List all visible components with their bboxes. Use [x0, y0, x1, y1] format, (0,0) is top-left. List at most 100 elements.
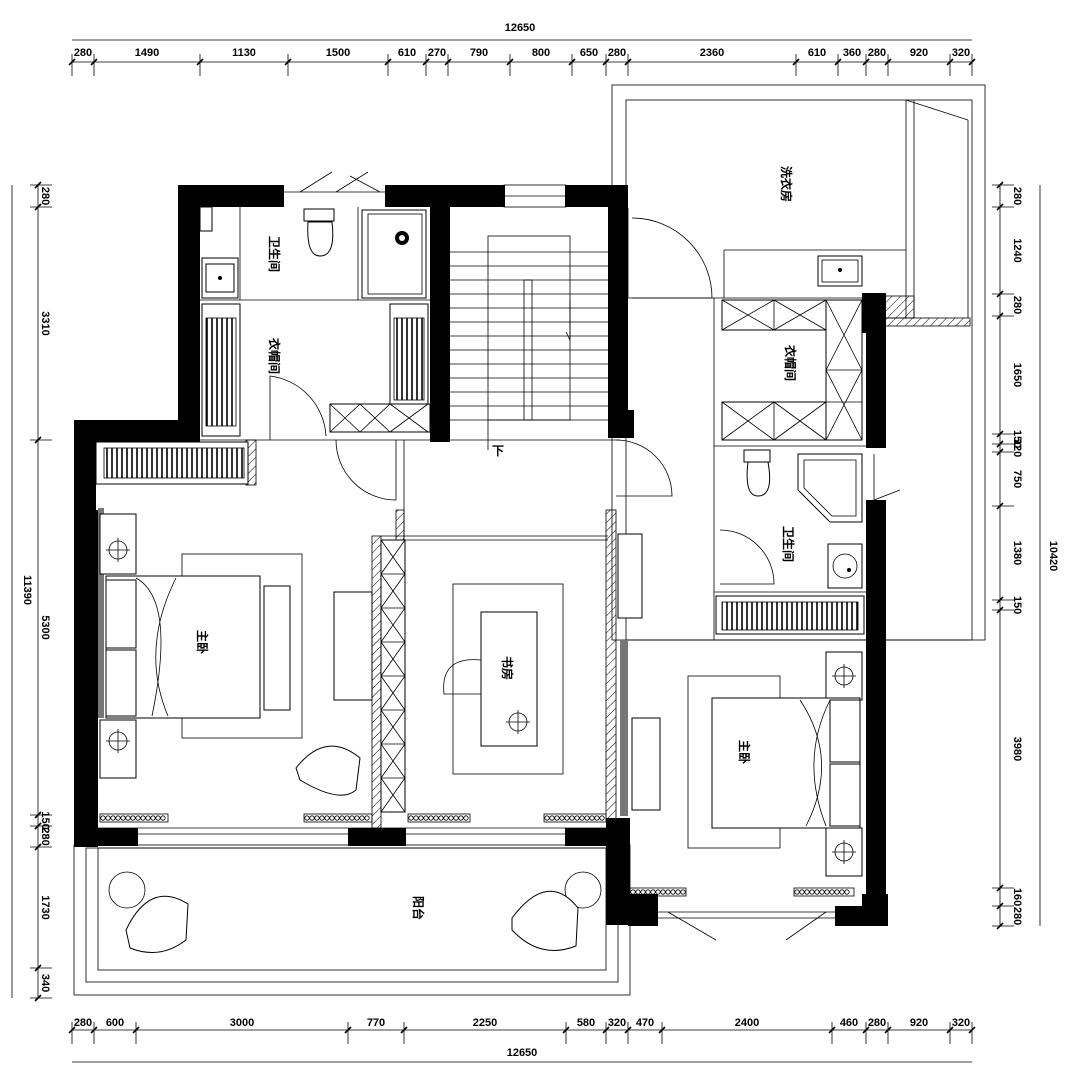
window-rail-coil [413, 815, 419, 821]
bathroom-1: 卫生间 [199, 171, 427, 299]
bottom-dim-tick-mark [884, 1026, 892, 1034]
left-dim-tick-mark [34, 181, 42, 189]
top-dim-tick-mark [602, 58, 610, 66]
window-rail-coil [549, 815, 555, 821]
bath-2-label: 卫生间 [781, 526, 796, 562]
bottom-total-dimension: 12650 [507, 1047, 538, 1059]
top-dim-segment-label: 800 [532, 47, 550, 59]
left-dim-tick-mark [34, 436, 42, 444]
window-rail-coil [304, 815, 310, 821]
right-dim-segment-label: 1650 [1011, 363, 1023, 387]
top-dim-segment-label: 610 [808, 47, 826, 59]
right-dim-tick-mark [996, 448, 1004, 456]
bottom-dim-segment-label: 2250 [473, 1017, 497, 1029]
window-rail-coil [680, 889, 686, 895]
master-bedroom-1: 主卧 [95, 439, 397, 796]
window-rail-coil [584, 815, 590, 821]
window-rail-coil [844, 889, 850, 895]
bottom-dim-segment-label: 3000 [230, 1017, 254, 1029]
bottom-dim-segment-label: 600 [106, 1017, 124, 1029]
right-dim-segment-label: 280 [1011, 187, 1023, 205]
window-rail-coil [819, 889, 825, 895]
right-dim-segment-label: 3980 [1011, 737, 1023, 761]
bottom-dim-segment-label: 920 [910, 1017, 928, 1029]
window-rail [99, 813, 169, 823]
left-dim-segment-label: 3310 [39, 311, 51, 335]
master-bedroom-2: 主卧 [620, 595, 865, 941]
cloakroom-1: 衣帽间 [201, 303, 431, 440]
window-rail-coil [574, 815, 580, 821]
window-rail-coil [554, 815, 560, 821]
window-rail-coil [339, 815, 345, 821]
laundry-room: 洗衣房 [631, 166, 863, 299]
window-rail-coil [675, 889, 681, 895]
right-dim-segment-label: 280 [1011, 907, 1023, 925]
left-dim-tick-mark [34, 994, 42, 1002]
top-dim-tick-mark [196, 58, 204, 66]
window-rail-coil [349, 815, 355, 821]
window-rail-coil [145, 815, 151, 821]
window-rail [629, 887, 687, 897]
top-dim-segment-label: 280 [608, 47, 626, 59]
right-dim-segment-label: 750 [1011, 470, 1023, 488]
window-rail-coil [324, 815, 330, 821]
window-rail-coil [660, 889, 666, 895]
left-dim-segment-label: 5300 [39, 615, 51, 639]
top-dim-segment-label: 650 [580, 47, 598, 59]
window-rail-coil [125, 815, 131, 821]
bottom-dim-segment-label: 770 [367, 1017, 385, 1029]
bottom-dim-tick-mark [946, 1026, 954, 1034]
window-rail-coil [599, 815, 605, 821]
top-dim-segment-label: 610 [398, 47, 416, 59]
bath-1-label: 卫生间 [267, 236, 282, 272]
window-rail-coil [433, 815, 439, 821]
right-dim-segment-label: 160 [1011, 888, 1023, 906]
window-rail-coil [564, 815, 570, 821]
window-rail-coil [155, 815, 161, 821]
window-rail-coil [579, 815, 585, 821]
bottom-dim-tick-mark [602, 1026, 610, 1034]
left-total-dimension: 11390 [21, 575, 33, 605]
right-dim-tick-mark [996, 440, 1004, 448]
window-rail-coil [423, 815, 429, 821]
right-dim-tick-mark [996, 902, 1004, 910]
window-rail-coil [804, 889, 810, 895]
window-rail-coil [559, 815, 565, 821]
cloak-1-label: 衣帽间 [267, 338, 282, 374]
window-rail-coil [135, 815, 141, 821]
study-room: 书房 [380, 439, 673, 813]
right-dim-tick-mark [996, 502, 1004, 510]
master-2-label: 主卧 [737, 740, 752, 764]
top-dim-segment-label: 1490 [135, 47, 159, 59]
right-dim-tick-mark [996, 181, 1004, 189]
window-rail-coil [334, 815, 340, 821]
window-rail-coil [354, 815, 360, 821]
left-dim-tick-mark [34, 822, 42, 830]
top-dim-tick-mark [284, 58, 292, 66]
window-rail-coil [364, 815, 370, 821]
window-rail-coil [329, 815, 335, 821]
bottom-dim-tick-mark [132, 1026, 140, 1034]
window-rail-coil [443, 815, 449, 821]
top-dim-tick-mark [624, 58, 632, 66]
window-rail-coil [839, 889, 845, 895]
top-dim-segment-label: 1130 [232, 47, 256, 59]
window-rail-coil [458, 815, 464, 821]
left-dim-tick-mark [34, 964, 42, 972]
top-dim-segment-label: 270 [428, 47, 446, 59]
bottom-dim-segment-label: 280 [74, 1017, 92, 1029]
bottom-dim-tick-mark [68, 1026, 76, 1034]
bottom-dim-segment-label: 320 [608, 1017, 626, 1029]
window-rail-coil [408, 815, 414, 821]
bottom-window-rails [99, 813, 855, 897]
bottom-dim-tick-mark [968, 1026, 976, 1034]
stair-down-label: 下 [492, 444, 504, 458]
window-rail-coil [834, 889, 840, 895]
right-dim-tick-mark [996, 290, 1004, 298]
window-rail-coil [453, 815, 459, 821]
window-rail-coil [150, 815, 156, 821]
right-dim-segment-label: 120 [1011, 439, 1023, 457]
